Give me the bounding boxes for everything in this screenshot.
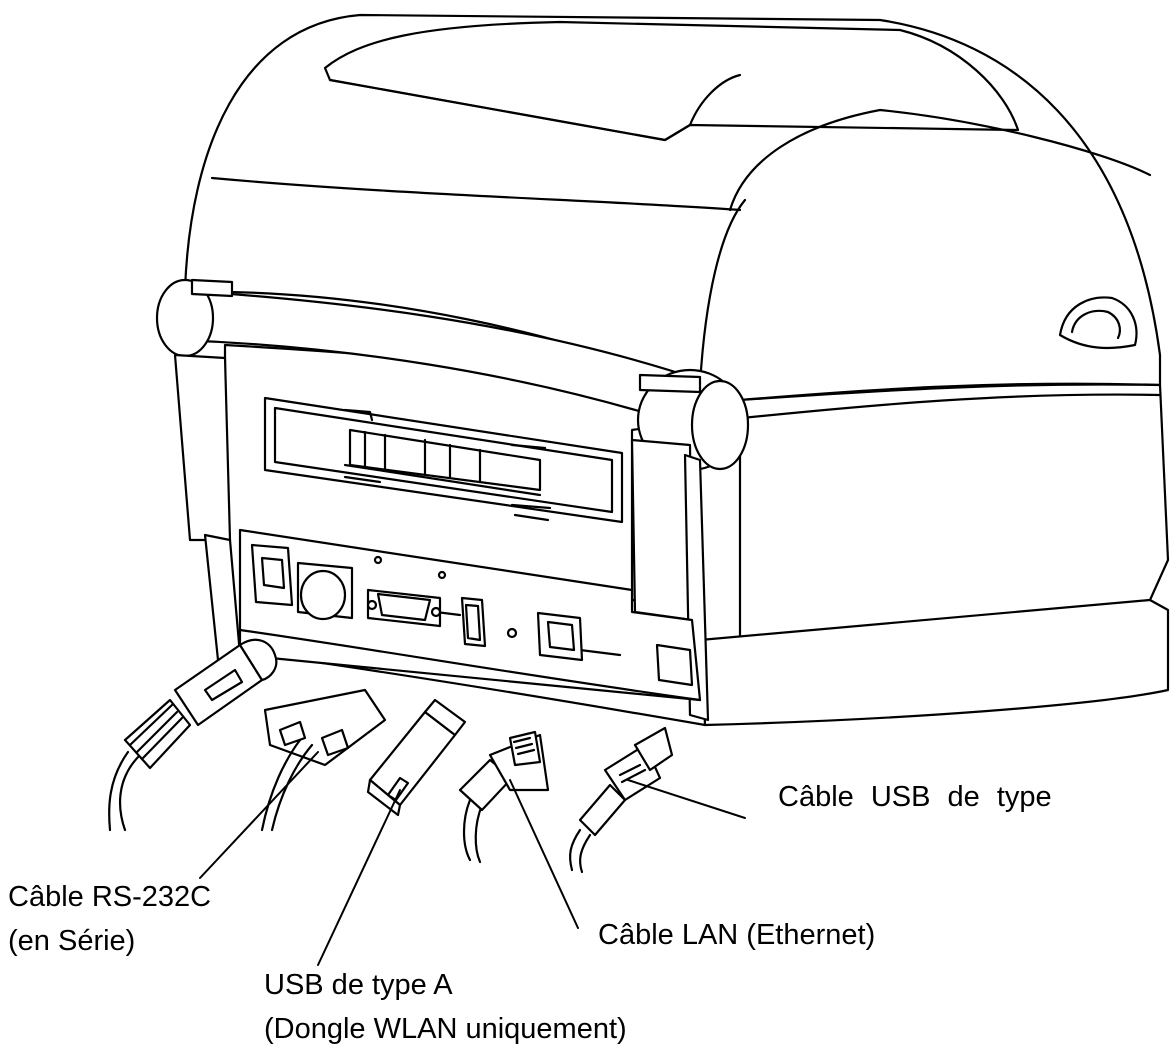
rs232c-cable-label: Câble RS-232C (en Série): [8, 875, 211, 963]
usb-a-label-line2: (Dongle WLAN uniquement): [264, 1013, 627, 1045]
printer-body: [155, 13, 1170, 727]
lan-cable-label: Câble LAN (Ethernet): [598, 913, 875, 957]
usb-a-label-line1: USB de type A: [264, 969, 453, 1001]
rs232c-cable: [260, 688, 387, 832]
power-cable: [108, 638, 278, 832]
rs232-leader-line: [199, 751, 319, 879]
rs232c-label-line2: (en Série): [8, 925, 136, 957]
rs232c-label-line1: Câble RS-232C: [8, 881, 212, 913]
usb-b-cable: [569, 726, 674, 874]
usb-a-leader-line: [317, 789, 401, 966]
lan-label-line1: Câble LAN (Ethernet): [598, 919, 876, 951]
lan-leader-line: [509, 779, 579, 929]
usb-a-dongle-label: USB de type A (Dongle WLAN uniquement): [264, 963, 627, 1051]
usb-b-cable-label: Câble USB de type: [778, 775, 1052, 819]
usb-b-leader-line: [627, 779, 746, 819]
lan-cable: [458, 730, 550, 864]
usb-a-dongle: [366, 698, 467, 817]
usb-b-label-line1: Câble USB de type: [778, 781, 1052, 813]
